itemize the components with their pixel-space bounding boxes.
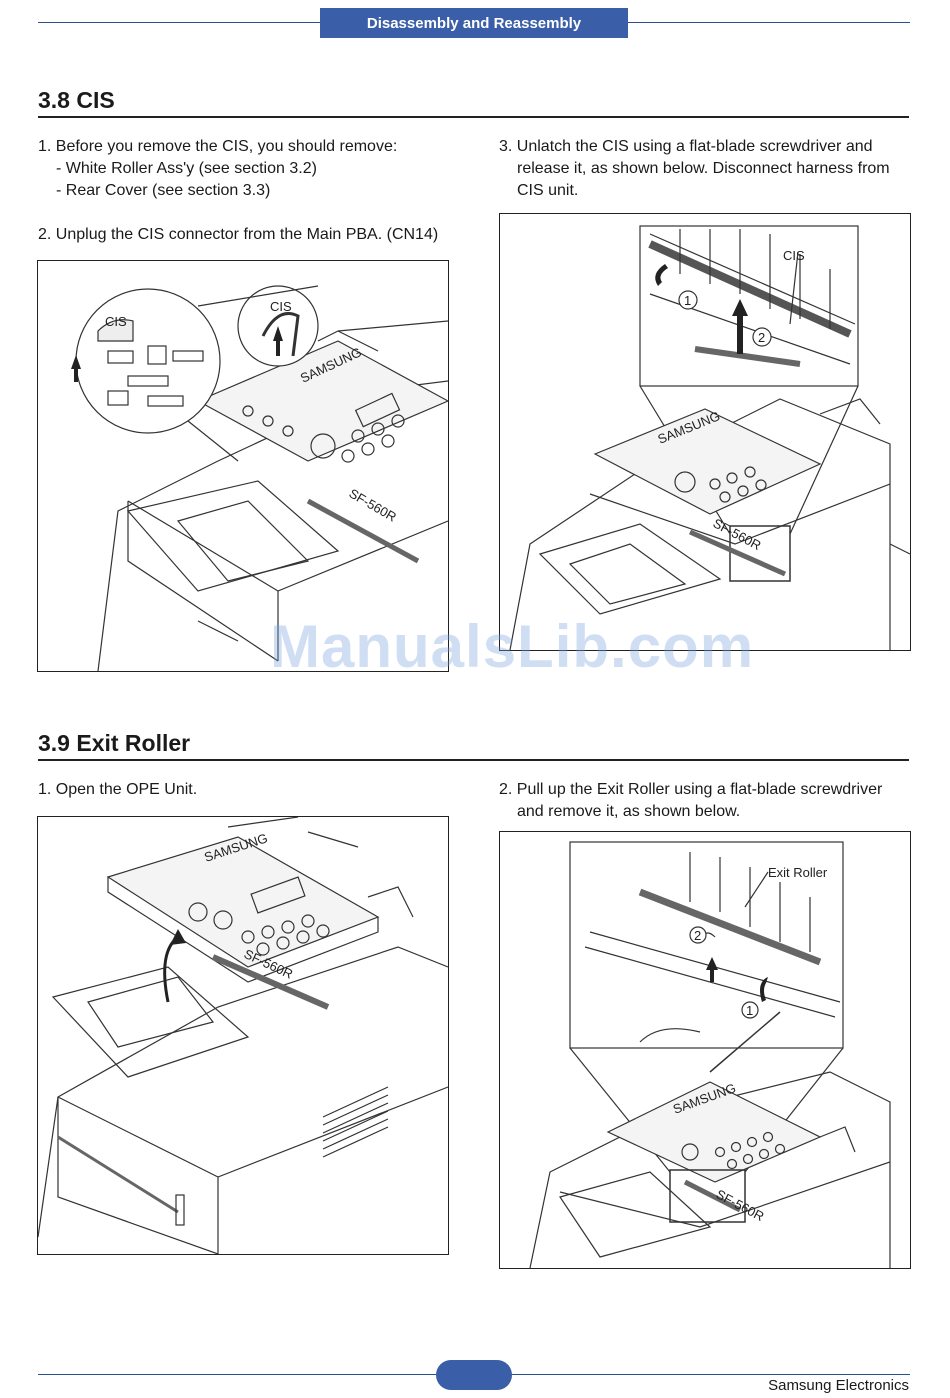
figure-open-ope-drawing: SAMSUNG SF-560R (38, 817, 448, 1254)
step-1-item: - White Roller Ass'y (see section 3.2) (56, 160, 317, 177)
figure-cis-connector-drawing: CIS CIS SAMSUNG SF-560R (71, 285, 448, 671)
step-3-line: 3. Unlatch the CIS using a flat-blade sc… (499, 138, 873, 155)
figure-2-model: SF-560R (711, 515, 764, 553)
figure-cis-connector: CIS CIS SAMSUNG SF-560R (37, 260, 449, 672)
header-tab: Disassembly and Reassembly (320, 8, 628, 38)
figure-cis-unlatch-drawing: CIS 1 2 SAMSUNG SF-560R (509, 225, 910, 650)
figure-2-num-2: 2 (758, 330, 765, 345)
step-2-cis: 2. Unplug the CIS connector from the Mai… (38, 226, 439, 243)
figure-2-num-1: 1 (684, 293, 691, 308)
figure-1-label-1: CIS (105, 314, 127, 329)
step-3-line: release it, as shown below. Disconnect h… (517, 160, 890, 177)
step-2-exit-roller: 2. Pull up the Exit Roller using a flat-… (499, 779, 919, 823)
step-1-exit-roller: 1. Open the OPE Unit. (38, 781, 198, 798)
figure-1-label-2: CIS (270, 299, 292, 314)
figure-cis-unlatch: CIS 1 2 SAMSUNG SF-560R (499, 213, 911, 651)
figure-4-model: SF-560R (714, 1186, 767, 1224)
footer-brand: Samsung Electronics (768, 1377, 909, 1394)
step-1-cis: 1. Before you remove the CIS, you should… (38, 136, 458, 202)
page-number-badge (436, 1360, 512, 1390)
figure-4-num-2: 2 (694, 928, 701, 943)
step-3-line: CIS unit. (517, 182, 579, 199)
step-2-line: 2. Pull up the Exit Roller using a flat-… (499, 781, 883, 798)
step-1-text: 1. Before you remove the CIS, you should… (38, 138, 398, 155)
watermark: ManualsLib.com (270, 613, 755, 680)
figure-4-num-1: 1 (746, 1003, 753, 1018)
figure-4-label: Exit Roller (768, 865, 828, 880)
figure-2-label: CIS (783, 248, 805, 263)
section-title-cis: 3.8 CIS (38, 86, 909, 118)
step-3-cis: 3. Unlatch the CIS using a flat-blade sc… (499, 136, 919, 202)
figure-exit-roller-drawing: Exit Roller 1 2 SAMSUNG SF-560R (529, 841, 891, 1268)
step-1-item: - Rear Cover (see section 3.3) (56, 182, 271, 199)
figure-open-ope: SAMSUNG SF-560R (37, 816, 449, 1255)
step-2-line: and remove it, as shown below. (517, 803, 741, 820)
section-title-exit-roller: 3.9 Exit Roller (38, 729, 909, 761)
figure-1-model: SF-560R (347, 486, 400, 525)
figure-exit-roller: Exit Roller 1 2 SAMSUNG SF-560R (499, 831, 911, 1269)
